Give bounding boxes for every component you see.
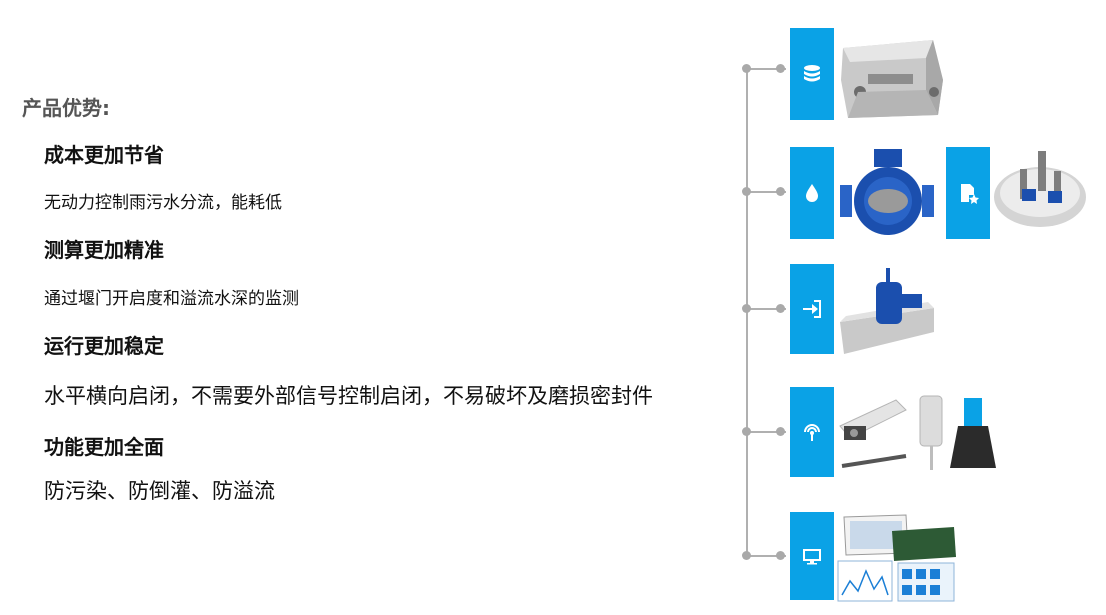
- database-icon: [804, 65, 820, 82]
- monitor-icon: [803, 549, 821, 565]
- advantage-desc: 无动力控制雨污水分流，能耗低: [44, 193, 282, 213]
- document-star-icon-tile: [946, 147, 990, 239]
- timeline-dot: [742, 304, 751, 313]
- intercept-tank-image: [841, 40, 943, 118]
- advantage-title: 成本更加节省: [44, 143, 164, 167]
- advantage-title: 运行更加稳定: [44, 334, 164, 358]
- timeline-dot: [776, 304, 785, 313]
- timeline-branch: [746, 431, 786, 433]
- login-arrow-icon: [803, 300, 821, 318]
- timeline-dot: [776, 187, 785, 196]
- advantage-desc: 防污染、防倒灌、防溢流: [44, 479, 275, 503]
- water-drop-icon-tile: [790, 147, 834, 239]
- timeline-branch: [746, 191, 786, 193]
- advantage-desc: 通过堰门开启度和溢流水深的监测: [44, 289, 299, 309]
- timeline-dot: [742, 64, 751, 73]
- timeline-branch: [746, 308, 786, 310]
- advantage-desc: 水平横向启闭，不需要外部信号控制启闭，不易破坏及磨损密封件: [44, 384, 653, 408]
- timeline-branch: [746, 68, 786, 70]
- monitor-icon-tile: [790, 512, 834, 600]
- water-drop-icon: [806, 184, 818, 202]
- document-star-icon: [961, 184, 979, 204]
- blue-valve-image: [840, 149, 934, 235]
- timeline-dot: [742, 551, 751, 560]
- sensor-signal-icon-tile: [790, 387, 834, 477]
- timeline-dot: [776, 427, 785, 436]
- round-tank-image: [994, 151, 1086, 227]
- page-heading: 产品优势:: [22, 96, 110, 120]
- timeline-dot: [776, 64, 785, 73]
- sensor-devices-image: [839, 395, 996, 470]
- pump-channel-image: [840, 268, 934, 354]
- advantage-title: 功能更加全面: [44, 435, 164, 459]
- login-arrow-icon-tile: [790, 264, 834, 354]
- timeline-branch: [746, 555, 786, 557]
- advantage-title: 测算更加精准: [44, 238, 164, 262]
- sensor-signal-icon: [804, 424, 820, 441]
- timeline-dot: [742, 187, 751, 196]
- monitoring-software-image: [837, 514, 956, 602]
- timeline-dot: [742, 427, 751, 436]
- timeline-dot: [776, 551, 785, 560]
- database-icon-tile: [790, 28, 834, 120]
